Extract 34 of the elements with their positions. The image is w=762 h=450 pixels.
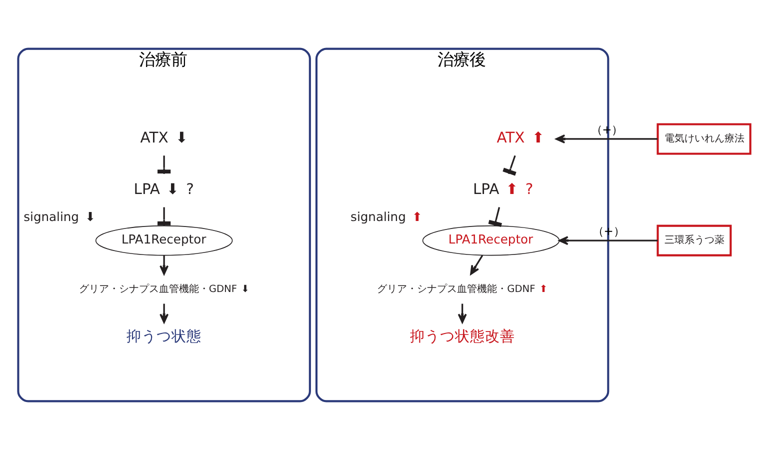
node-label: ⬇ xyxy=(176,130,188,147)
node-label: ⬆ xyxy=(539,284,548,295)
node-label: ⬇ xyxy=(166,181,179,198)
node-text: 抑うつ状態 xyxy=(126,328,202,345)
connector xyxy=(158,156,171,174)
node-text: LPA xyxy=(472,181,500,198)
connector xyxy=(158,207,171,226)
node-label: ⬆ xyxy=(506,181,518,198)
node-label: ⬆ xyxy=(412,210,422,224)
node-label: ? xyxy=(186,181,194,198)
node-label: ? xyxy=(525,181,534,198)
node-text: 抑うつ状態改善 xyxy=(410,328,515,345)
arrow xyxy=(558,236,658,246)
node-label: ⬇ xyxy=(85,210,96,224)
connector xyxy=(488,207,502,227)
arrow xyxy=(458,304,467,324)
node-label: signaling xyxy=(24,210,79,224)
connector xyxy=(502,155,516,176)
arrow xyxy=(470,254,484,275)
arrow xyxy=(556,134,658,144)
node-label: ⬆ xyxy=(532,130,544,147)
node-label: ⬇ xyxy=(241,284,250,295)
arrow xyxy=(160,304,169,324)
node-text: グリア・シナプス血管機能・GDNF xyxy=(78,284,238,295)
node-box: 電気けいれん療法 xyxy=(656,123,752,155)
node-ellipse: LPA1Receptor xyxy=(95,225,233,256)
node-text: グリア・シナプス血管機能・GDNF xyxy=(377,284,536,295)
node-text: ATX xyxy=(140,130,168,147)
node-ellipse: LPA1Receptor xyxy=(422,225,560,256)
node-label: signaling xyxy=(350,210,406,224)
node-box: 三環系うつ薬 xyxy=(656,224,732,256)
arrow xyxy=(160,255,169,275)
node-text: LPA xyxy=(134,181,160,198)
node-text: ATX xyxy=(496,130,525,147)
